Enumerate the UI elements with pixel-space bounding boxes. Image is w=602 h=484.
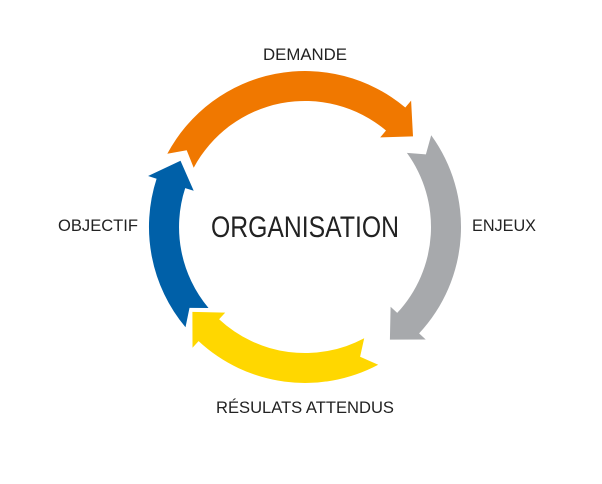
label-enjeux: ENJEUX xyxy=(472,216,536,235)
yellow-arrow-segment xyxy=(192,311,379,383)
label-resultats-attendus: RÉSULATS ATTENDUS xyxy=(216,398,394,417)
orange-arrow-segment xyxy=(167,71,413,168)
label-demande: DEMANDE xyxy=(263,45,347,64)
blue-arrow-segment xyxy=(148,160,209,328)
label-objectif: OBJECTIF xyxy=(58,216,138,235)
center-label: ORGANISATION xyxy=(211,211,399,244)
gray-arrow-segment xyxy=(389,135,462,340)
